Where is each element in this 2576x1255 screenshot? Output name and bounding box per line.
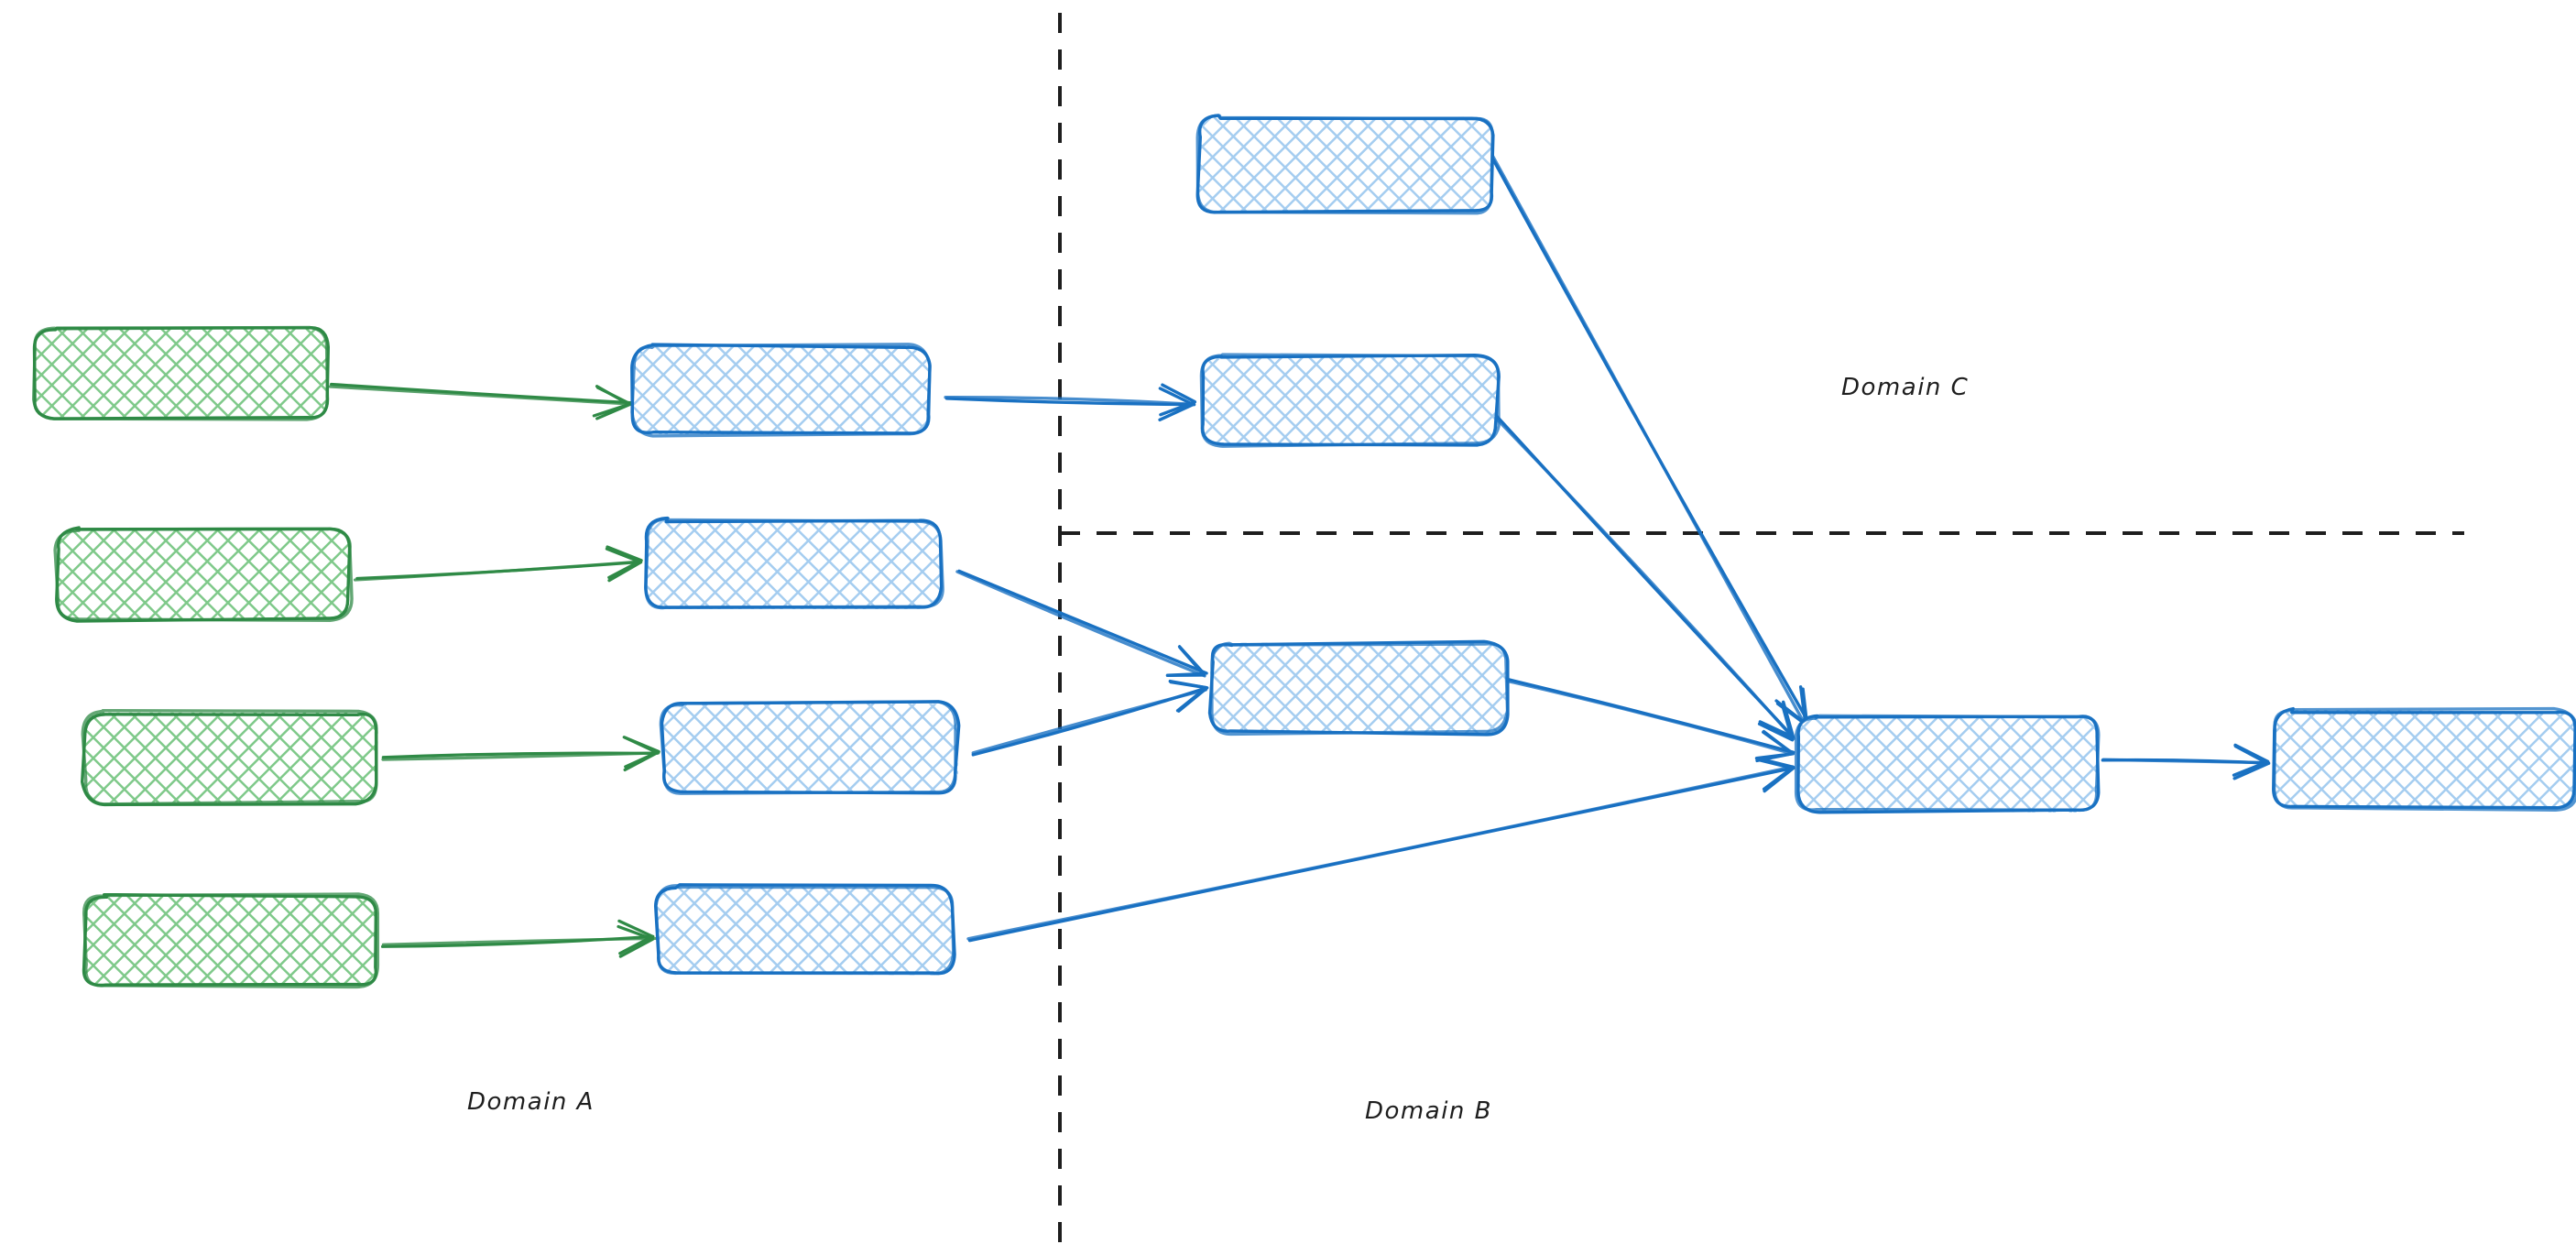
node-c1[interactable] <box>1195 114 1495 215</box>
node-b3[interactable] <box>659 700 961 795</box>
edge-b3-c3 <box>971 679 1209 757</box>
edge-c2-d1 <box>1490 410 1796 742</box>
node-b1[interactable] <box>630 343 932 438</box>
edge-a1-b1 <box>328 382 634 420</box>
node-b4[interactable] <box>653 883 956 976</box>
node-d1[interactable] <box>1794 714 2101 814</box>
domain-a-label: Domain A <box>467 1088 595 1116</box>
edge-c3-d1 <box>1501 676 1796 763</box>
edge-b4-d1 <box>966 757 1796 943</box>
edges-layer <box>328 154 2271 958</box>
edge-b1-c2 <box>944 383 1197 422</box>
edge-a4-b4 <box>380 919 658 958</box>
node-e1[interactable] <box>2272 706 2576 813</box>
dividers-layer <box>1058 13 2464 1244</box>
edge-d1-e1 <box>2101 743 2271 780</box>
node-c2[interactable] <box>1199 353 1501 448</box>
domain-b-label: Domain B <box>1365 1097 1492 1125</box>
node-c3[interactable] <box>1207 639 1510 737</box>
domain-c-label: Domain C <box>1841 374 1970 401</box>
node-b2[interactable] <box>644 516 944 610</box>
edge-a2-b2 <box>353 545 643 583</box>
edge-b2-c3 <box>955 569 1208 678</box>
node-a4[interactable] <box>82 892 380 989</box>
edge-c1-d1 <box>1490 154 1810 727</box>
nodes-layer <box>31 114 2576 989</box>
edge-a3-b3 <box>381 736 660 772</box>
node-a3[interactable] <box>81 708 378 807</box>
node-a2[interactable] <box>53 526 354 623</box>
node-a1[interactable] <box>31 325 331 421</box>
